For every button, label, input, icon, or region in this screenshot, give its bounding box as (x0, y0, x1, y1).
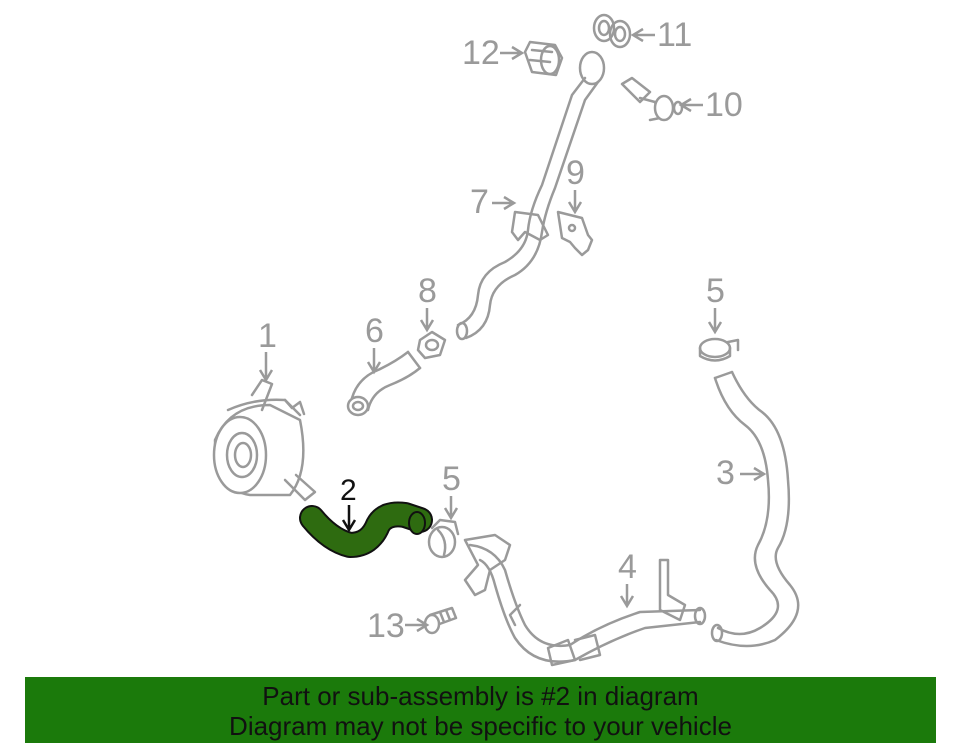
leader-7 (492, 195, 517, 211)
leader-3 (740, 466, 767, 482)
part-2-hose-highlighted[interactable] (299, 501, 433, 558)
part-5-clamp-upper[interactable] (698, 337, 740, 362)
leader-2 (341, 505, 357, 533)
part-6-hose[interactable] (346, 350, 422, 417)
callout-8: 8 (418, 272, 437, 310)
info-banner: Part or sub-assembly is #2 in diagram Di… (25, 677, 936, 743)
banner-line-1: Part or sub-assembly is #2 in diagram (262, 681, 699, 711)
banner-line-2: Diagram may not be specific to your vehi… (229, 711, 732, 741)
callout-3: 3 (716, 454, 735, 492)
callout-1: 1 (258, 317, 277, 355)
part-1-oil-cooler[interactable] (212, 378, 317, 502)
leader-10 (678, 97, 703, 113)
callout-9: 9 (566, 154, 585, 192)
leader-13 (405, 617, 430, 633)
part-8-clamp[interactable] (416, 330, 447, 360)
leader-12 (500, 45, 525, 61)
part-11-washers[interactable] (592, 13, 632, 49)
part-9-bracket[interactable] (556, 210, 594, 257)
leader-11 (630, 27, 655, 43)
part-7-tube[interactable] (455, 50, 606, 341)
part-10-bolt[interactable] (620, 76, 684, 122)
leader-6 (366, 348, 382, 375)
callout-13: 13 (367, 607, 405, 645)
callout-11: 11 (657, 16, 692, 54)
callout-2: 2 (340, 474, 357, 507)
leader-8 (419, 308, 435, 333)
leader-9 (567, 190, 583, 215)
part-13-bolt[interactable] (423, 606, 458, 635)
part-12-plug[interactable] (523, 40, 564, 77)
leader-5-upper (707, 308, 723, 335)
callout-10: 10 (705, 86, 743, 124)
callout-4: 4 (618, 548, 637, 586)
leader-1 (258, 352, 274, 383)
callout-5-lower: 5 (442, 460, 461, 498)
part-4-tube[interactable] (463, 533, 707, 667)
callout-5-upper: 5 (706, 272, 725, 310)
callout-6: 6 (365, 312, 384, 350)
callout-12: 12 (462, 34, 500, 72)
leader-5-lower (443, 496, 459, 521)
leader-4 (619, 584, 635, 609)
part-5-clamp-lower[interactable] (427, 518, 460, 559)
part-3-hose[interactable] (710, 370, 800, 648)
callout-7: 7 (470, 183, 489, 221)
